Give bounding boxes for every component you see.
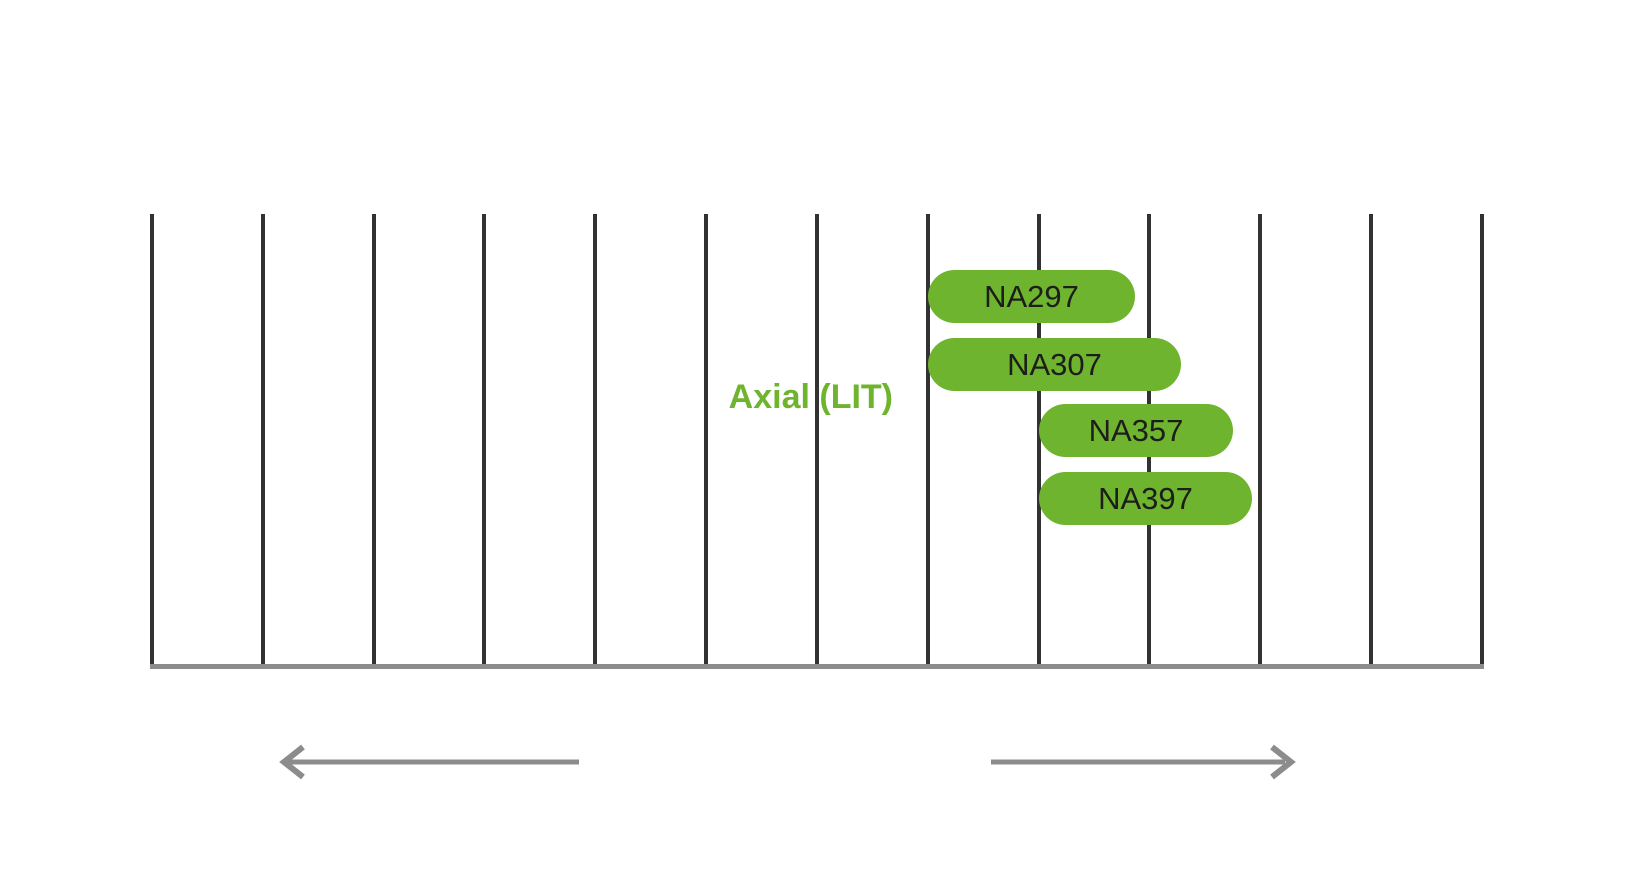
- axis-label: Axial (LIT): [728, 378, 893, 416]
- gridline: [1369, 214, 1373, 668]
- gridline: [1480, 214, 1484, 668]
- bar-NA297: NA297: [928, 270, 1135, 323]
- bar-NA307: NA307: [928, 338, 1181, 391]
- right-arrow-icon: [991, 744, 1296, 780]
- baseline: [150, 664, 1484, 669]
- bar-NA357: NA357: [1039, 404, 1233, 457]
- gridline: [926, 214, 930, 668]
- gridline: [372, 214, 376, 668]
- gridline: [1258, 214, 1262, 668]
- bar-NA397: NA397: [1039, 472, 1252, 525]
- gridline: [150, 214, 154, 668]
- gridline: [1037, 214, 1041, 668]
- gridline: [261, 214, 265, 668]
- left-arrow-icon: [279, 744, 579, 780]
- gridline: [815, 214, 819, 668]
- gridline: [593, 214, 597, 668]
- gridline: [482, 214, 486, 668]
- gridline: [704, 214, 708, 668]
